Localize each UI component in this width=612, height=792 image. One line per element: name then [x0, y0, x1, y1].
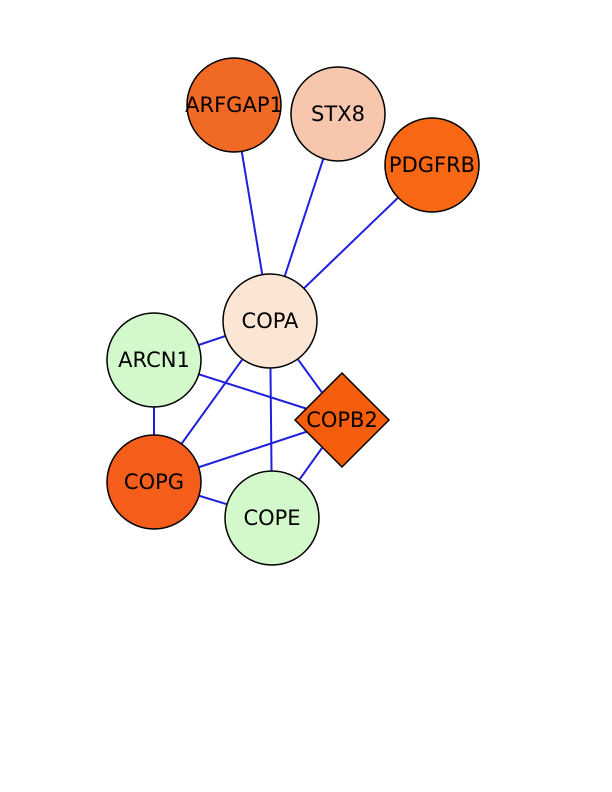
node-label: ARCN1: [118, 348, 190, 372]
node-copg[interactable]: COPG: [106, 434, 202, 530]
node-circle: [186, 57, 282, 153]
node-label: COPA: [242, 309, 300, 333]
node-circle: [106, 312, 202, 408]
node-circle: [106, 434, 202, 530]
node-stx8[interactable]: STX8: [290, 66, 386, 162]
node-cope[interactable]: COPE: [224, 470, 320, 566]
node-label: COPB2: [306, 408, 378, 432]
node-circle: [290, 66, 386, 162]
node-label: ARFGAP1: [185, 93, 283, 117]
node-label: STX8: [311, 102, 365, 126]
node-pdgfrb[interactable]: PDGFRB: [384, 117, 480, 213]
node-circle: [384, 117, 480, 213]
node-copa[interactable]: COPA: [222, 273, 318, 369]
node-diamond: [293, 371, 391, 469]
node-label: COPE: [243, 506, 300, 530]
node-circle: [222, 273, 318, 369]
node-circle: [224, 470, 320, 566]
node-arfgap1[interactable]: ARFGAP1: [185, 57, 283, 153]
node-label: PDGFRB: [389, 153, 475, 177]
node-arcn1[interactable]: ARCN1: [106, 312, 202, 408]
node-label: COPG: [124, 470, 184, 494]
node-copb2[interactable]: COPB2: [293, 371, 391, 469]
